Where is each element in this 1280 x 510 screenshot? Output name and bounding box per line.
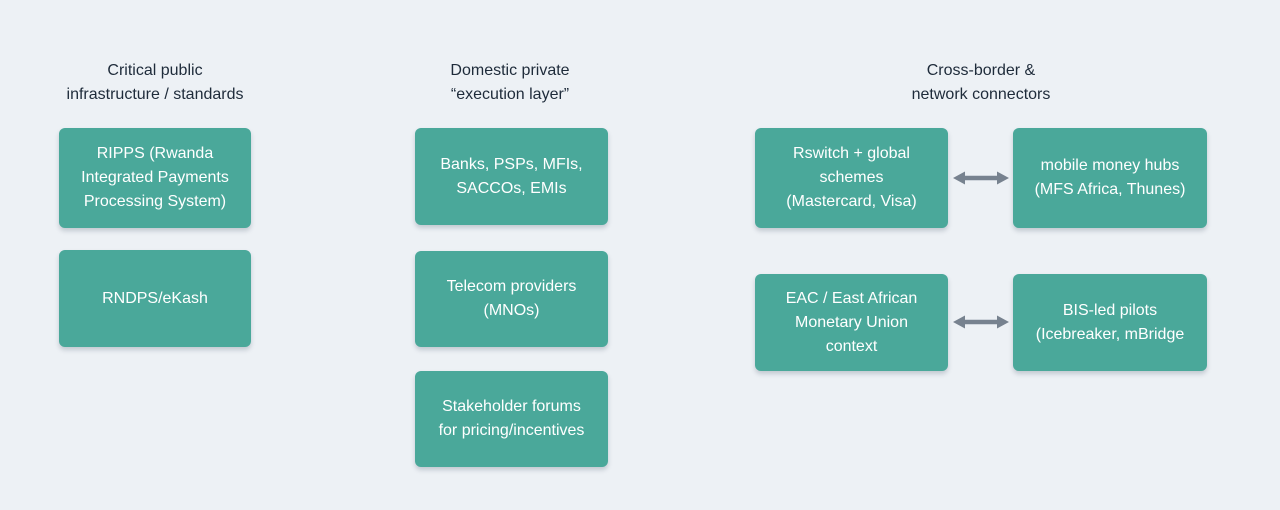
node-mobile-money-hubs: mobile money hubs (MFS Africa, Thunes) — [1013, 128, 1207, 228]
column-header-critical-public-infrastructure: Critical public infrastructure / standar… — [66, 62, 244, 103]
node-bis-led-pilots: BIS-led pilots (Icebreaker, mBridge — [1013, 274, 1207, 371]
node-rndps-ekash: RNDPS/eKash — [59, 250, 251, 347]
column-header-domestic-private-execution-layer: Domestic private “execution layer” — [450, 62, 570, 103]
node-ripps: RIPPS (Rwanda Integrated Payments Proces… — [59, 128, 251, 228]
bidirectional-arrow-icon — [953, 171, 1009, 185]
node-rswitch-global-schemes: Rswitch + global schemes (Mastercard, Vi… — [755, 128, 948, 228]
node-eac-monetary-union: EAC / East African Monetary Union contex… — [755, 274, 948, 371]
node-stakeholder-forums: Stakeholder forums for pricing/incentive… — [415, 371, 608, 467]
bidirectional-arrow-icon — [953, 315, 1009, 329]
node-banks-psps-mfis-saccos-emis: Banks, PSPs, MFIs, SACCOs, EMIs — [415, 128, 608, 225]
node-telecom-providers-mnos: Telecom providers (MNOs) — [415, 251, 608, 347]
column-header-cross-border-network-connectors: Cross-border & network connectors — [911, 62, 1051, 103]
